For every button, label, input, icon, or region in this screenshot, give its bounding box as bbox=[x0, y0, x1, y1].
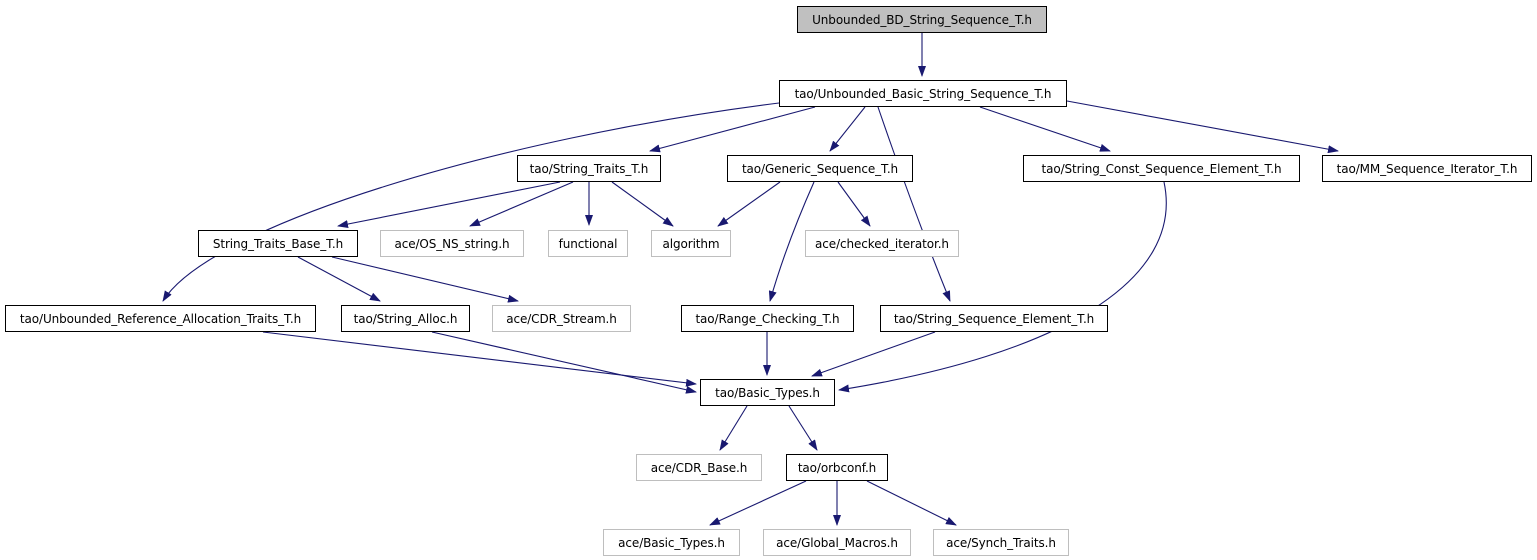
node-ace-checked-iterator: ace/checked_iterator.h bbox=[805, 230, 959, 257]
node-tao-mm-sequence-iterator[interactable]: tao/MM_Sequence_Iterator_T.h bbox=[1322, 155, 1532, 182]
edge-string-traits-base-to-tao-string-alloc bbox=[297, 256, 381, 302]
edge-tao-unbounded-basic-string-sequence-to-tao-mm-sequence-iterator bbox=[1066, 100, 1339, 154]
node-ace-synch-traits: ace/Synch_Traits.h bbox=[933, 529, 1069, 556]
edge-tao-generic-sequence-to-ace-checked-iterator bbox=[837, 181, 871, 227]
edge-tao-string-const-sequence-element-to-tao-basic-types bbox=[838, 181, 1167, 393]
edge-tao-unbounded-basic-string-sequence-to-tao-string-const-sequence-element bbox=[979, 106, 1111, 152]
edge-tao-basic-types-to-tao-orbconf bbox=[788, 405, 818, 451]
edge-tao-unbounded-basic-string-sequence-to-tao-unbounded-reference-allocation-traits bbox=[162, 102, 780, 302]
node-ace-basic-types: ace/Basic_Types.h bbox=[603, 529, 740, 556]
node-tao-string-traits[interactable]: tao/String_Traits_T.h bbox=[517, 155, 661, 182]
node-functional: functional bbox=[548, 230, 628, 257]
node-tao-generic-sequence[interactable]: tao/Generic_Sequence_T.h bbox=[727, 155, 913, 182]
node-ace-os-ns-string: ace/OS_NS_string.h bbox=[380, 230, 524, 257]
edge-tao-string-traits-to-string-traits-base bbox=[337, 181, 561, 228]
node-ace-cdr-base: ace/CDR_Base.h bbox=[636, 454, 762, 481]
node-tao-orbconf[interactable]: tao/orbconf.h bbox=[786, 454, 888, 481]
node-unbounded-bd-string-sequence: Unbounded_BD_String_Sequence_T.h bbox=[797, 6, 1047, 33]
edge-tao-unbounded-basic-string-sequence-to-tao-string-sequence-element bbox=[877, 106, 951, 302]
edge-tao-orbconf-to-ace-synch-traits bbox=[866, 480, 957, 526]
edge-tao-string-traits-to-algorithm bbox=[611, 181, 674, 227]
edge-tao-string-traits-to-ace-os-ns-string bbox=[469, 181, 574, 227]
node-string-traits-base[interactable]: String_Traits_Base_T.h bbox=[198, 230, 358, 257]
edge-tao-generic-sequence-to-algorithm bbox=[717, 181, 781, 227]
edge-tao-unbounded-basic-string-sequence-to-tao-string-traits bbox=[649, 106, 816, 153]
edge-tao-string-sequence-element-to-tao-basic-types bbox=[811, 331, 936, 377]
edge-string-traits-base-to-ace-cdr-stream bbox=[331, 256, 519, 303]
node-tao-string-sequence-element[interactable]: tao/String_Sequence_Element_T.h bbox=[880, 305, 1108, 332]
edge-tao-orbconf-to-ace-basic-types bbox=[709, 480, 807, 526]
node-tao-basic-types[interactable]: tao/Basic_Types.h bbox=[700, 379, 835, 406]
node-ace-global-macros: ace/Global_Macros.h bbox=[763, 529, 911, 556]
node-ace-cdr-stream: ace/CDR_Stream.h bbox=[492, 305, 631, 332]
node-tao-string-alloc[interactable]: tao/String_Alloc.h bbox=[341, 305, 470, 332]
edge-tao-generic-sequence-to-tao-range-checking bbox=[768, 181, 815, 302]
edge-tao-unbounded-reference-allocation-traits-to-tao-basic-types bbox=[262, 331, 697, 387]
edge-tao-basic-types-to-ace-cdr-base bbox=[719, 405, 748, 451]
node-tao-string-const-sequence-element[interactable]: tao/String_Const_Sequence_Element_T.h bbox=[1023, 155, 1300, 182]
node-tao-range-checking[interactable]: tao/Range_Checking_T.h bbox=[681, 305, 854, 332]
node-tao-unbounded-basic-string-sequence[interactable]: tao/Unbounded_Basic_String_Sequence_T.h bbox=[779, 80, 1067, 107]
edge-tao-unbounded-basic-string-sequence-to-tao-generic-sequence bbox=[829, 106, 866, 152]
edge-tao-string-alloc-to-tao-basic-types bbox=[431, 331, 697, 394]
node-algorithm: algorithm bbox=[651, 230, 731, 257]
node-tao-unbounded-reference-allocation-traits[interactable]: tao/Unbounded_Reference_Allocation_Trait… bbox=[5, 305, 316, 332]
